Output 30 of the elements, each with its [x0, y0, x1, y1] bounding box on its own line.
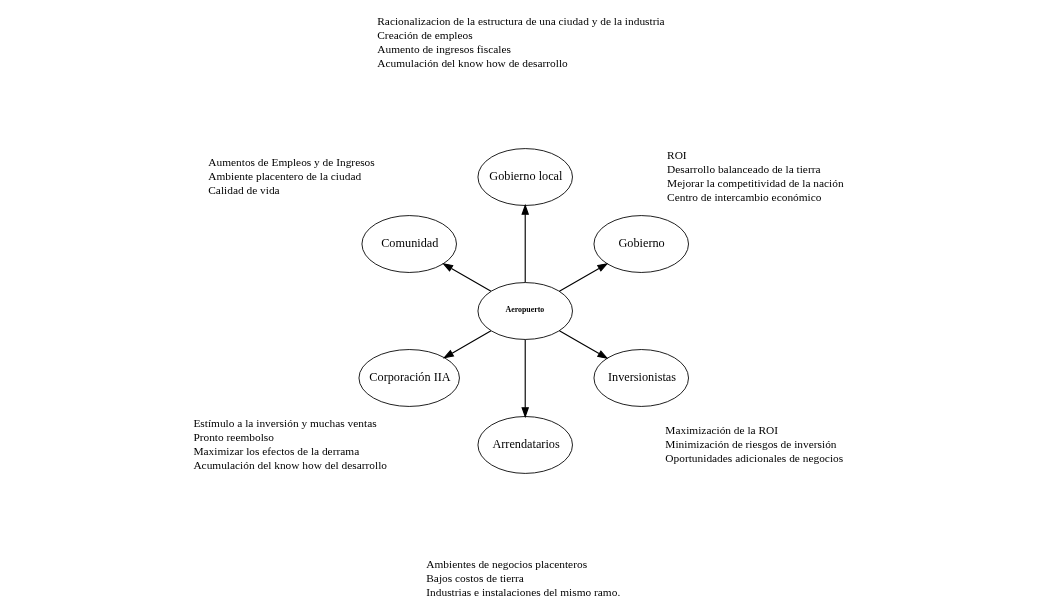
- node-label: Desarrollo balanceado de la tierra: [666, 163, 821, 176]
- node-label: Creación de empleos: [376, 29, 473, 42]
- node-ellipse: Arrendatarios: [477, 416, 573, 474]
- node-label: Calidad de vida: [207, 184, 280, 197]
- node-label: Industrias e instalaciones del mismo ramo.: [425, 585, 620, 598]
- arrow: [520, 203, 529, 283]
- node-label: Pronto reembolso: [192, 430, 274, 443]
- node-label: Maximizar los efectos de la derrama: [192, 444, 359, 457]
- node-label: Minimización de riesgos de inversión: [664, 437, 837, 450]
- node-label: Aumentos de Empleos y de Ingresos: [207, 156, 375, 168]
- arrow: [442, 330, 492, 359]
- node-label: Centro de intercambio económico: [666, 191, 822, 204]
- node-label: Estímulo a la inversión y muchas ventas: [192, 416, 377, 429]
- node-label: Bajos costos de tierra: [425, 571, 524, 584]
- node-ellipse: Gobierno local: [477, 148, 573, 206]
- node-ellipse: Aeropuerto: [477, 282, 573, 340]
- arrow: [520, 339, 529, 419]
- node-label: ROI: [666, 149, 687, 161]
- arrow: [558, 263, 608, 292]
- node-label: Acumulación del know how del desarrollo: [192, 458, 387, 471]
- node-label: Oportunidades adicionales de negocios: [664, 451, 843, 464]
- node-label: Mejorar la competitividad de la nación: [666, 177, 844, 190]
- node-label: Aumento de ingresos fiscales: [376, 43, 511, 56]
- node-label: Maximización de la ROI: [664, 423, 778, 436]
- node-label: Acumulación del know how de desarrollo: [376, 57, 568, 70]
- node-label: Racionalizacion de la estructura de una ciudad y de la industria: [376, 15, 665, 28]
- node-label: Ambientes de negocios placenteros: [425, 557, 587, 570]
- arrow: [558, 330, 608, 360]
- arrow: [441, 263, 492, 292]
- node-label: Ambiente placentero de la ciudad: [207, 170, 361, 183]
